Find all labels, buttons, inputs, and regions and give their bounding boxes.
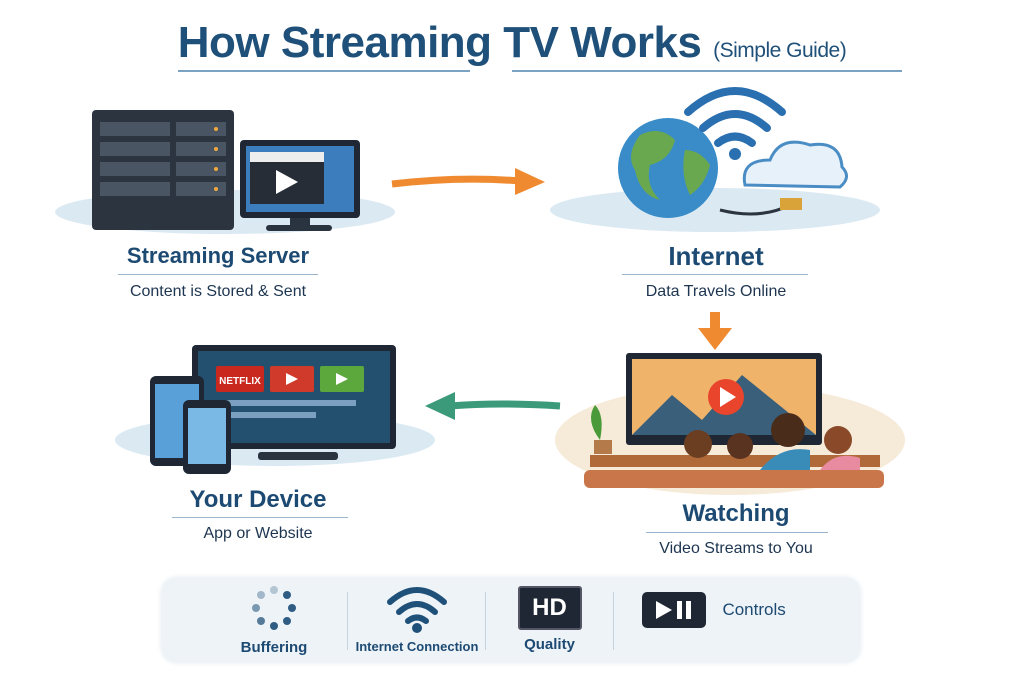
arrow-left — [449, 400, 561, 410]
title-sub: (Simple Guide) — [713, 39, 847, 62]
legend-buffering: Buffering — [222, 584, 326, 656]
wifi-icon — [387, 587, 447, 633]
title-main: How Streaming TV Works — [177, 18, 702, 67]
hd-icon: HD — [517, 586, 582, 630]
divider — [118, 274, 318, 275]
internet-illustration — [550, 87, 880, 232]
divider — [622, 274, 808, 275]
netflix-tile: NETFLIX — [219, 376, 261, 387]
legend-quality: HD Quality — [502, 586, 597, 653]
watching-illustration — [555, 353, 905, 495]
divider — [172, 517, 348, 518]
legend-controls: Controls — [642, 592, 842, 628]
step-desc-server: Content is Stored & Sent — [129, 283, 307, 300]
title-underline — [512, 70, 902, 72]
legend-bar: Buffering Internet Connection HD Quality… — [162, 578, 860, 662]
divider — [613, 592, 614, 650]
step-label-watching: Watching — [682, 500, 790, 527]
step-label-device: Your Device — [189, 486, 327, 513]
step-desc-watching: Video Streams to You — [659, 540, 813, 557]
loading-spinner-icon — [252, 586, 296, 630]
legend-label: Quality — [524, 636, 575, 653]
divider — [485, 592, 486, 650]
arrow-right — [391, 175, 521, 188]
arrow-down — [710, 312, 720, 330]
page-title: How Streaming TV Works (Simple Guide) — [0, 18, 1024, 68]
step-label-internet: Internet — [668, 241, 764, 271]
legend-internet: Internet Connection — [352, 584, 482, 654]
play-pause-icon — [642, 592, 706, 628]
step-desc-internet: Data Travels Online — [645, 283, 787, 300]
legend-label: Buffering — [240, 639, 308, 656]
step-label-server: Streaming Server — [126, 243, 310, 268]
legend-label: Controls — [722, 600, 786, 619]
step-desc-device: App or Website — [203, 525, 313, 542]
title-underline — [178, 70, 470, 72]
device-illustration: NETFLIX — [115, 345, 435, 474]
divider — [347, 592, 348, 650]
legend-label: Internet Connection — [355, 639, 479, 654]
server-illustration — [55, 110, 395, 234]
divider — [646, 532, 828, 533]
